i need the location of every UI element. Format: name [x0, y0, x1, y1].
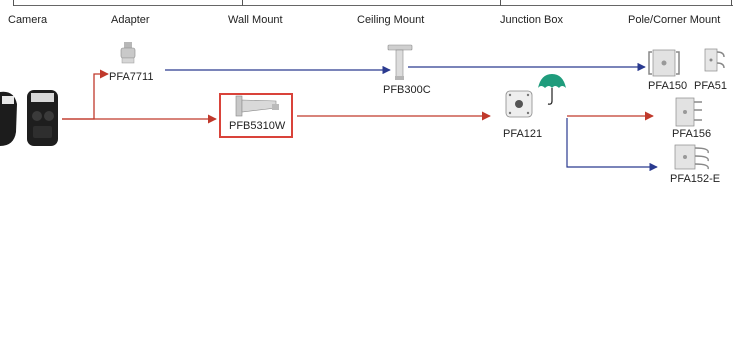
red-connector — [62, 69, 109, 120]
label-pfb300c: PFB300C — [383, 84, 431, 96]
label-pfa121: PFA121 — [503, 128, 543, 140]
header-rule — [13, 5, 733, 6]
blue-connector — [566, 118, 658, 172]
label-pfb5310w: PFB5310W — [229, 120, 286, 132]
label-pfa150: PFA150 — [648, 80, 688, 92]
junction-box-icon — [505, 90, 533, 118]
header-wall-mount: Wall Mount — [228, 14, 283, 26]
pole-mount-icon — [648, 49, 680, 77]
adapter-icon — [120, 42, 136, 64]
header-pole-corner-mount: Pole/Corner Mount — [628, 14, 721, 26]
header-separator — [500, 0, 501, 6]
header-separator — [242, 0, 243, 6]
header-separator — [731, 0, 732, 6]
header-junction-box: Junction Box — [500, 14, 563, 26]
pole-mount-icon — [704, 48, 725, 72]
header-camera: Camera — [8, 14, 48, 26]
label-pfa152e: PFA152-E — [670, 173, 721, 185]
ceiling-mount-icon — [387, 44, 413, 80]
header-adapter: Adapter — [111, 14, 150, 26]
highlight-box — [219, 93, 293, 138]
umbrella-icon — [538, 74, 566, 105]
wall-mount-icon — [235, 95, 279, 117]
label-pfa7711: PFA7711 — [109, 71, 154, 83]
pole-mount-icon — [674, 144, 709, 170]
camera-icon — [0, 90, 58, 146]
header-ceiling-mount: Ceiling Mount — [357, 14, 425, 26]
label-pfa51: PFA51 — [694, 80, 728, 92]
header-separator — [13, 0, 14, 6]
corner-mount-icon — [675, 97, 702, 127]
label-pfa156: PFA156 — [672, 128, 712, 140]
